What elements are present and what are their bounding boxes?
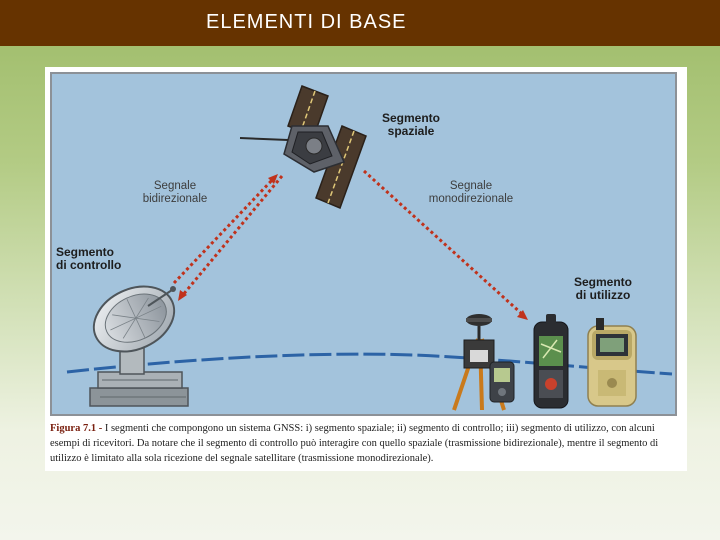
control-segment-label: Segmento di controllo [56, 246, 146, 272]
bidirectional-signal-label: Segnale bidirezionale [130, 180, 220, 206]
small-handheld-receiver-icon [489, 361, 515, 403]
control-segment-label-line1: Segmento [56, 245, 115, 259]
slide-title: ELEMENTI DI BASE [206, 11, 407, 33]
horizon-line [66, 352, 673, 376]
space-segment-label-line1: Segmento [381, 111, 440, 125]
handheld-gps-icon [533, 314, 569, 409]
ground-station-dish-icon [89, 285, 189, 407]
bidirectional-signal-label-line1: Segnale [153, 180, 197, 192]
bidirectional-signal-label-line2: bidirezionale [142, 193, 208, 205]
control-segment-label-line2: di controllo [56, 258, 122, 272]
caption-text: I segmenti che compongono un sistema GNS… [50, 423, 659, 464]
diagram-artwork [66, 85, 673, 411]
user-segment-label: Segmento di utilizzo [558, 276, 648, 302]
figure-panel: Segmento spaziale Segnale bidirezionale … [45, 67, 687, 471]
figure-caption: Figura 7.1 - I segmenti che compongono u… [50, 421, 682, 466]
header-bar: ELEMENTI DI BASE [0, 0, 720, 46]
space-segment-label-line2: spaziale [387, 124, 435, 138]
unidirectional-signal-label: Segnale monodirezionale [416, 180, 526, 206]
unidirectional-signal-label-line1: Segnale [449, 180, 493, 192]
unidirectional-signal-arrow [362, 169, 528, 320]
unidirectional-signal-label-line2: monodirezionale [428, 193, 514, 205]
caption-figure-ref: Figura 7.1 - [50, 423, 103, 434]
rugged-receiver-icon [587, 318, 637, 407]
gnss-diagram: Segmento spaziale Segnale bidirezionale … [50, 72, 677, 416]
user-segment-label-line1: Segmento [573, 275, 632, 289]
space-segment-label: Segmento spaziale [366, 112, 456, 138]
user-segment-label-line2: di utilizzo [575, 288, 631, 302]
bidirectional-signal-arrows [172, 174, 284, 301]
satellite-icon [239, 85, 367, 209]
